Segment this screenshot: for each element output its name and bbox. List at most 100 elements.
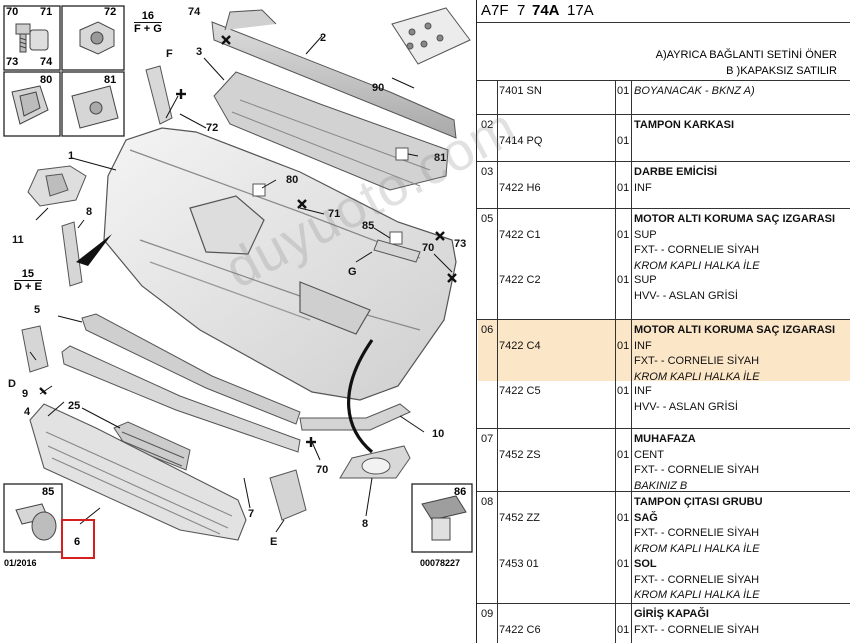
column-divider [615,80,616,643]
part-description-line: DARBE EMİCİSİ [634,166,718,178]
part-description-line: TAMPON KARKASI [634,119,735,131]
part-6-lower-grille [29,403,247,541]
diagram-drawing [3,5,473,559]
part-quantity: 01 [617,624,630,636]
part-description-line: BOYANACAK - BKNZ A) [634,85,755,97]
thumb-label-74: 74 [40,56,53,68]
divider [477,22,850,23]
row-number: 03 [481,166,494,178]
row-number: 05 [481,213,494,225]
callout-10: 10 [432,428,445,440]
row-number: 09 [481,608,494,620]
part-description-line: FXT- - CORNELIE SİYAH [634,573,760,586]
part-description-line: MUHAFAZA [634,433,696,445]
part-description-line: FXT- - CORNELIE SİYAH [634,355,760,367]
group-label-15: 15 D + E [14,268,42,293]
part-description-line: TAMPON ÇITASI GRUBU [634,496,763,508]
part-f-bracket [145,65,173,125]
column-divider [631,80,632,643]
fog-lamp-curve [347,339,374,454]
part-quantity: 01 [617,449,630,461]
part-10-molding [299,403,411,431]
thumb-label-70: 70 [6,6,19,18]
part-code: 7414 PQ [499,135,543,147]
part-description-line: MOTOR ALTI KORUMA SAÇ IZGARASI [634,324,836,336]
callout-8a: 8 [86,206,93,218]
part-quantity: 01 [617,512,630,524]
part-code: 7422 C5 [499,385,541,397]
part-85-fixing [389,231,403,245]
part-code: 7453 01 [499,558,539,570]
part-quantity: 01 [617,385,630,397]
callout-1: 1 [68,150,75,162]
group-16-members: F + G [134,23,162,35]
callout-70a: 70 [422,242,435,254]
callout-f: F [166,48,173,60]
thumb-label-81: 81 [104,74,117,86]
callout-74: 74 [188,6,201,18]
thumb-label-71: 71 [40,6,53,18]
part-description-line: BAKINIZ B [634,479,688,492]
part-8-fog-cover [339,445,411,479]
row-divider [477,208,850,209]
callout-80: 80 [286,174,299,186]
part-80-fixing [252,183,266,197]
row-divider [477,491,850,492]
parts-list-panel: A7F 7 74A 17A A)AYRICA BAĞLANTI SETİNİ Ö… [476,0,850,643]
part-g-clip [373,239,421,263]
part-code: 7422 C4 [499,340,541,352]
code-a: A7F [481,2,509,19]
callout-3: 3 [196,46,203,58]
thumb-label-6: 6 [74,536,81,548]
pushpin-icon [15,503,57,541]
part-4-lower-lip [61,345,301,453]
callout-8b: 8 [362,518,369,530]
part-code: 7422 C2 [499,274,541,286]
part-code: 7422 C6 [499,624,541,636]
clip-icon [11,85,49,125]
part-90-clip-kit [391,7,471,65]
part-1-bumper-shell [103,127,457,401]
thumb-label-86: 86 [454,486,467,498]
callout-72: 72 [206,122,219,134]
group-label-16: 16 F + G [134,10,162,35]
row-number: 06 [481,324,494,336]
part-description-line: KROM KAPLI HALKA İLE [634,370,760,383]
group-15-number: 15 [14,268,42,281]
part-8-left-bracket [61,221,83,287]
part-description-line: INF [634,339,652,352]
part-quantity: 01 [617,340,630,352]
part-description-line: MOTOR ALTI KORUMA SAÇ IZGARASI [634,213,836,225]
part-description-line: SUP [634,228,657,241]
callout-90: 90 [372,82,385,94]
part-d-side-piece [21,325,49,373]
row-number: 02 [481,119,494,131]
code-c: 74A [532,2,560,19]
part-description-line: GİRİŞ KAPAĞI [634,608,709,620]
document-reference: 00078227 [420,558,461,568]
callout-2: 2 [320,32,327,44]
part-description-line: KROM KAPLI HALKA İLE [634,542,760,555]
part-quantity: 01 [617,135,630,147]
thumb-label-85: 85 [42,486,55,498]
part-quantity: 01 [617,85,630,97]
part-description-line: KROM KAPLI HALKA İLE [634,259,760,272]
thumb-label-72: 72 [104,6,117,18]
part-description-line: FXT- - CORNELIE SİYAH [634,464,760,476]
column-divider [497,80,498,643]
part-quantity: 01 [617,558,630,570]
bottom-thumbnails [3,483,473,553]
part-e-bracket [269,469,307,521]
code-b: 7 [517,2,526,19]
callout-81: 81 [434,152,447,164]
callout-7: 7 [248,508,255,520]
part-description-line: KROM KAPLI HALKA İLE [634,589,760,601]
part-description-line: CENT [634,448,664,461]
part-code: 7422 H6 [499,182,541,194]
part-description-line: SUP [634,274,657,286]
callout-85: 85 [362,220,375,232]
part-quantity: 01 [617,274,630,286]
code-d: 17A [567,2,594,19]
part-81-fixing [395,147,409,161]
thumb-label-80: 80 [40,74,53,86]
